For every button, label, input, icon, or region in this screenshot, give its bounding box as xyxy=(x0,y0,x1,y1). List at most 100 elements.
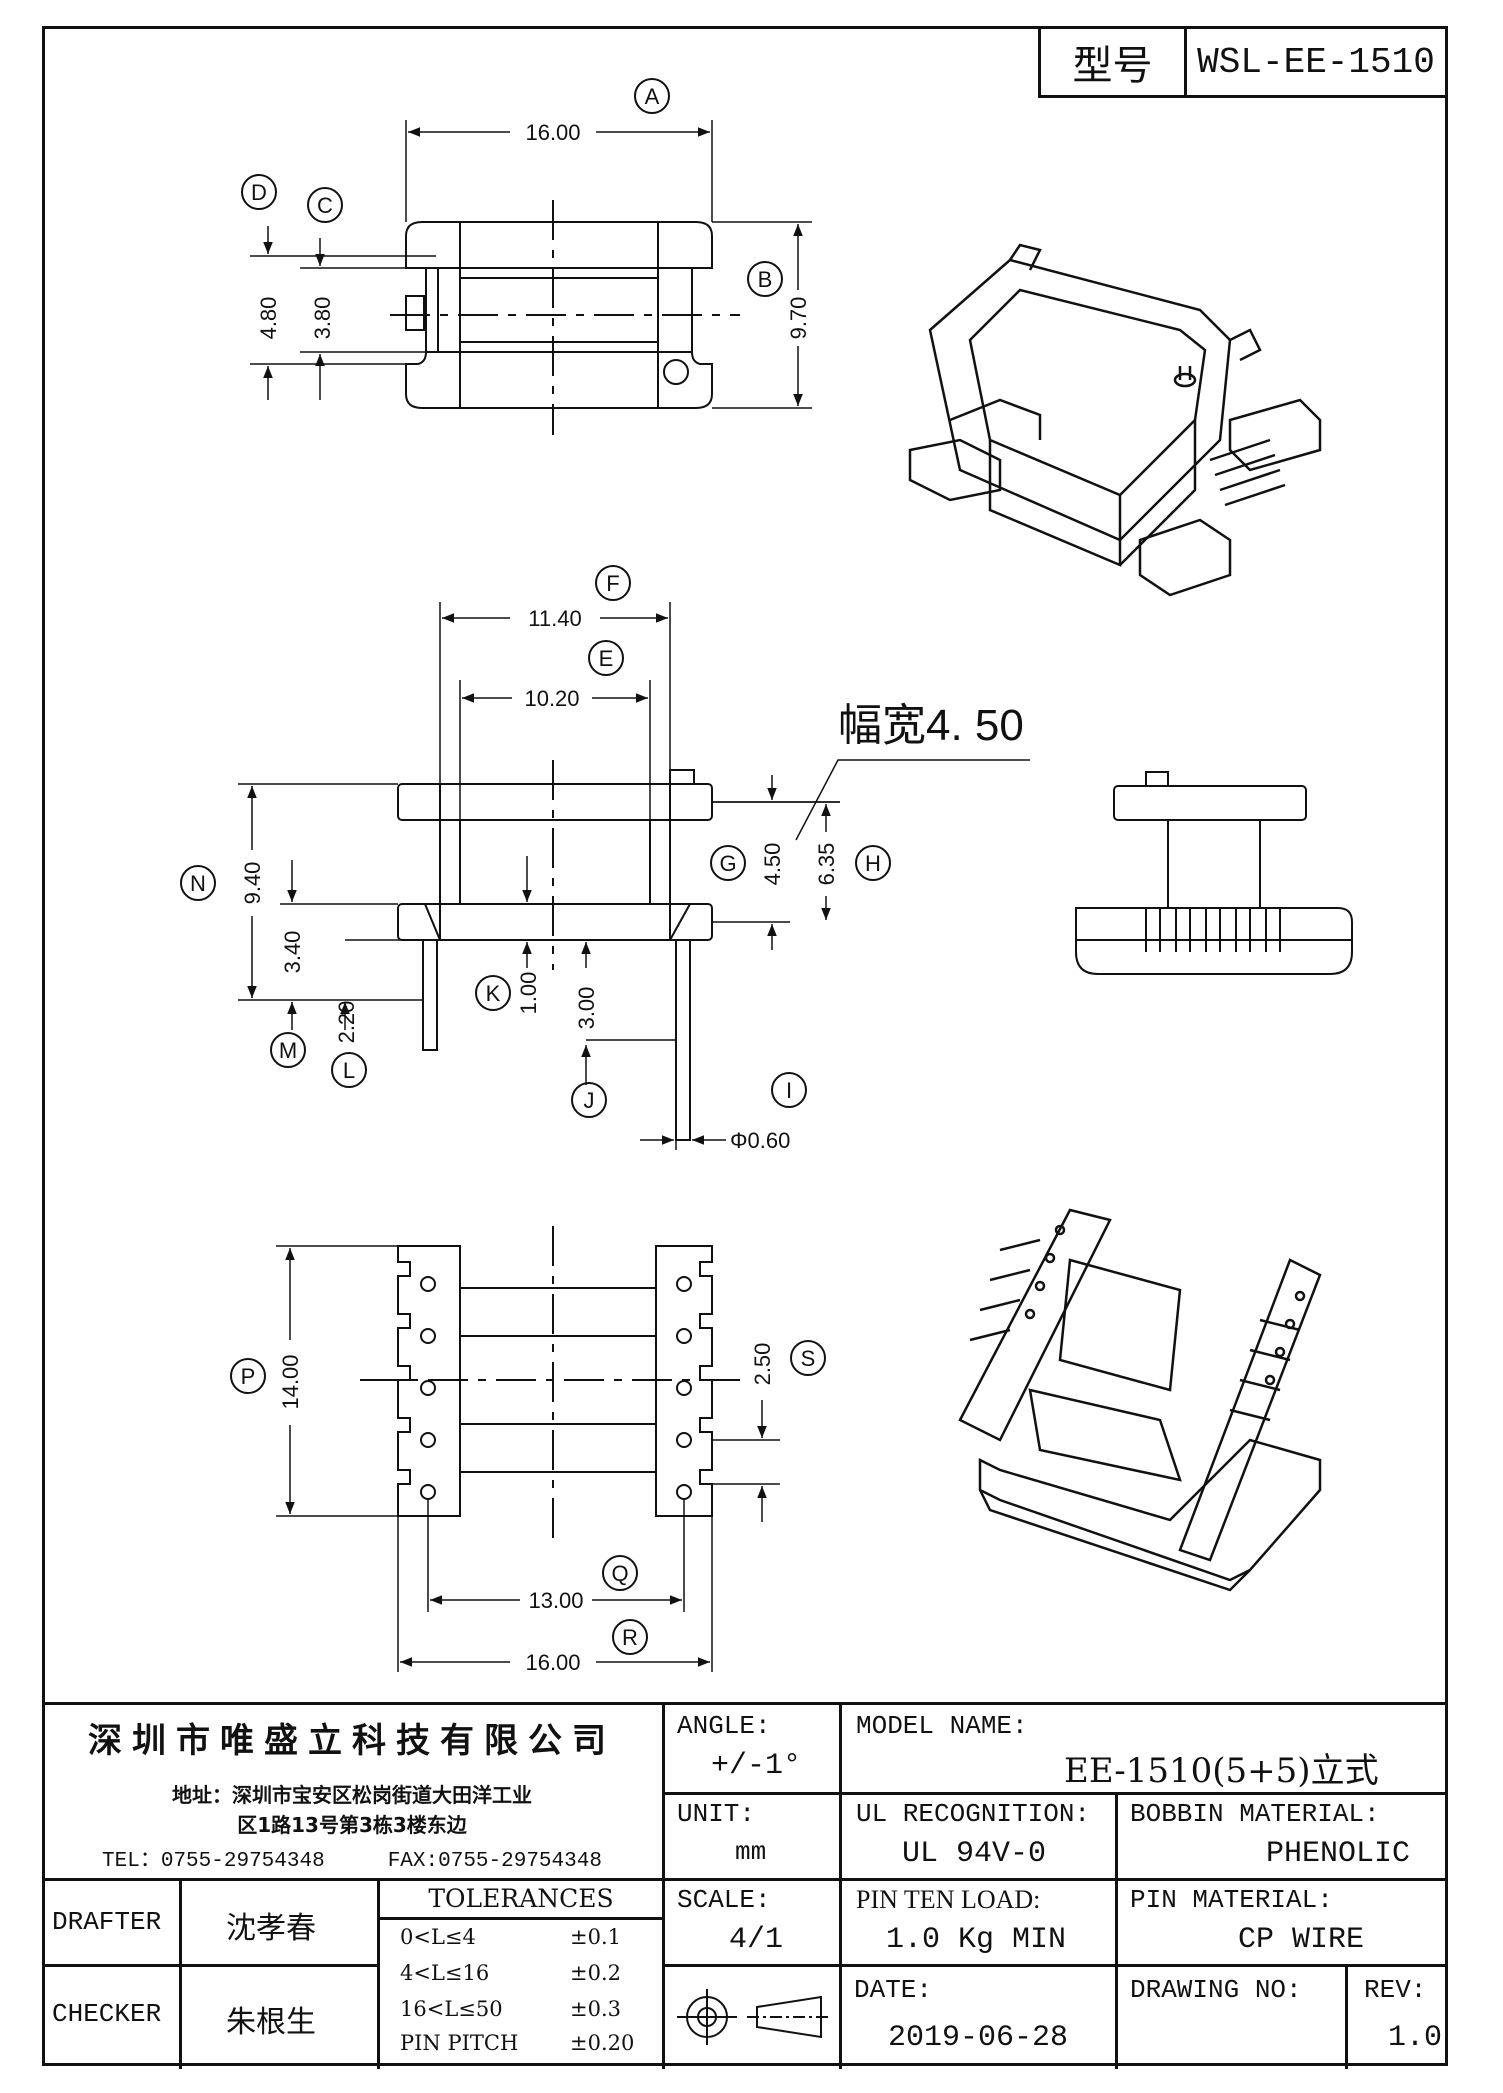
bobbin-value: PHENOLIC xyxy=(1266,1837,1411,1871)
balloon-g: G xyxy=(719,851,736,876)
rev-label: REV: xyxy=(1364,1975,1427,2005)
angle-cell: ANGLE: +/-1° xyxy=(665,1705,842,1795)
dim-l: 2.20 xyxy=(334,1001,359,1044)
pin-load-value: 1.0 Kg MIN xyxy=(886,1923,1067,1957)
tolerances-label: TOLERANCES xyxy=(380,1881,662,1920)
dim-r: 16.00 xyxy=(525,1650,580,1675)
drawing-no-label: DRAWING NO: xyxy=(1130,1975,1302,2005)
side-view xyxy=(180,565,1030,1150)
pin-material-value: CP WIRE xyxy=(1238,1923,1365,1957)
dim-e: 10.20 xyxy=(524,686,579,711)
unit-value: mm xyxy=(735,1837,767,1867)
dim-d: 4.80 xyxy=(256,297,281,340)
model-name-value: EE-1510(5+5)立式 xyxy=(1064,1751,1379,1791)
angle-value: +/-1° xyxy=(711,1749,802,1783)
dim-h: 6.35 xyxy=(814,843,839,886)
unit-cell: UNIT: mm xyxy=(665,1795,842,1881)
model-name-label: MODEL NAME: xyxy=(856,1711,1028,1741)
dim-m: 3.40 xyxy=(280,931,305,974)
balloon-m: M xyxy=(279,1038,297,1063)
tolerance-row: 4<L≤16±0.2 xyxy=(400,1961,621,1985)
balloon-c: C xyxy=(317,193,333,218)
dim-i: Φ0.60 xyxy=(730,1128,790,1153)
tolerances-cell: TOLERANCES 0<L≤4±0.1 4<L≤16±0.2 16<L≤50±… xyxy=(380,1881,665,2069)
bobbin-cell: BOBBIN MATERIAL: PHENOLIC xyxy=(1118,1795,1448,1881)
iso-view-top xyxy=(908,243,1322,597)
balloon-q: Q xyxy=(611,1561,628,1586)
dim-n: 9.40 xyxy=(240,862,265,905)
projection-symbol-icon xyxy=(677,1989,829,2045)
pin-load-cell: PIN TEN LOAD: 1.0 Kg MIN xyxy=(842,1881,1118,1967)
balloon-b: B xyxy=(758,267,773,292)
balloon-k: K xyxy=(486,981,501,1006)
scale-cell: SCALE: 4/1 xyxy=(665,1881,842,1967)
balloon-i: I xyxy=(786,1078,792,1103)
drafter-label: DRAFTER xyxy=(52,1907,162,1937)
dim-k: 1.00 xyxy=(516,972,541,1015)
balloon-h: H xyxy=(865,851,881,876)
dim-g: 4.50 xyxy=(760,843,785,886)
dim-s: 2.50 xyxy=(750,1343,775,1386)
dim-c: 3.80 xyxy=(310,297,335,340)
dim-q: 13.00 xyxy=(528,1588,583,1613)
drawing-frame xyxy=(42,26,1448,2066)
checker-label: CHECKER xyxy=(52,1999,162,2029)
address-line-2: 区1路13号第3栋3楼东边 xyxy=(237,1813,467,1837)
dim-j: 3.00 xyxy=(574,987,599,1030)
company-cell: 深圳市唯盛立科技有限公司 地址：深圳市宝安区松岗街道大田洋工业 区1路13号第3… xyxy=(42,1705,665,1881)
model-name-cell: MODEL NAME: EE-1510(5+5)立式 xyxy=(842,1705,1448,1795)
drafter-label-cell: DRAFTER xyxy=(42,1881,182,1967)
pin-load-label: PIN TEN LOAD: xyxy=(856,1885,1041,1914)
model-box: 型号 WSL-EE-1510 xyxy=(1038,26,1448,98)
angle-label: ANGLE: xyxy=(677,1711,771,1741)
pin-material-cell: PIN MATERIAL: CP WIRE xyxy=(1118,1881,1448,1967)
balloon-j: J xyxy=(584,1088,595,1113)
bobbin-label: BOBBIN MATERIAL: xyxy=(1130,1799,1380,1829)
width-note: 幅宽4. 50 xyxy=(838,701,1024,750)
drafter-value-cell: 沈孝春 xyxy=(182,1881,380,1967)
balloon-n: N xyxy=(190,871,206,896)
side-profile xyxy=(1075,771,1353,975)
tel: TEL：0755-29754348 xyxy=(102,1850,325,1873)
ul-label: UL RECOGNITION: xyxy=(856,1799,1091,1829)
dim-f: 11.40 xyxy=(528,606,581,631)
unit-label: UNIT: xyxy=(677,1799,756,1829)
checker-value: 朱根生 xyxy=(226,2005,316,2040)
balloon-a: A xyxy=(645,84,660,109)
engineering-drawing: 16.00 9.70 4.80 3.80 11.40 10.20 幅宽4. 50… xyxy=(180,78,1353,1675)
model-key: 型号 xyxy=(1041,29,1187,95)
date-label: DATE: xyxy=(854,1975,933,2005)
ul-value: UL 94V-0 xyxy=(902,1837,1047,1871)
fax: FAX:0755-29754348 xyxy=(387,1850,602,1873)
bottom-view xyxy=(230,1226,826,1672)
rev-cell: REV: 1.0 xyxy=(1348,1967,1448,2069)
projection-cell xyxy=(665,1967,842,2069)
rev-value: 1.0 xyxy=(1388,2021,1443,2055)
balloon-s: S xyxy=(801,1346,816,1371)
ul-cell: UL RECOGNITION: UL 94V-0 xyxy=(842,1795,1118,1881)
date-value: 2019-06-28 xyxy=(888,2021,1069,2055)
address-line-1: 地址：深圳市宝安区松岗街道大田洋工业 xyxy=(172,1783,532,1807)
balloon-d: D xyxy=(251,180,267,205)
balloon-p: P xyxy=(241,1364,256,1389)
scale-label: SCALE: xyxy=(677,1885,771,1915)
contact-line: TEL：0755-29754348 FAX:0755-29754348 xyxy=(42,1843,662,1873)
balloon-e: E xyxy=(599,646,614,671)
title-block: 深圳市唯盛立科技有限公司 地址：深圳市宝安区松岗街道大田洋工业 区1路13号第3… xyxy=(42,1702,1448,2069)
date-cell: DATE: 2019-06-28 xyxy=(842,1967,1118,2069)
drawing-no-cell: DRAWING NO: xyxy=(1118,1967,1348,2069)
dim-b: 9.70 xyxy=(786,297,811,340)
checker-label-cell: CHECKER xyxy=(42,1967,182,2069)
company-name: 深圳市唯盛立科技有限公司 xyxy=(88,1721,616,1761)
tolerance-row: 16<L≤50±0.3 xyxy=(400,1997,621,2021)
dim-p: 14.00 xyxy=(278,1354,303,1409)
top-view xyxy=(241,78,812,435)
checker-value-cell: 朱根生 xyxy=(182,1967,380,2069)
iso-view-bottom xyxy=(958,1208,1322,1592)
tolerance-row: 0<L≤4±0.1 xyxy=(400,1925,621,1949)
dim-a: 16.00 xyxy=(525,120,580,145)
drafter-value: 沈孝春 xyxy=(226,1911,316,1946)
model-value: WSL-EE-1510 xyxy=(1197,41,1435,83)
balloon-r: R xyxy=(622,1625,638,1650)
balloon-f: F xyxy=(606,571,619,596)
